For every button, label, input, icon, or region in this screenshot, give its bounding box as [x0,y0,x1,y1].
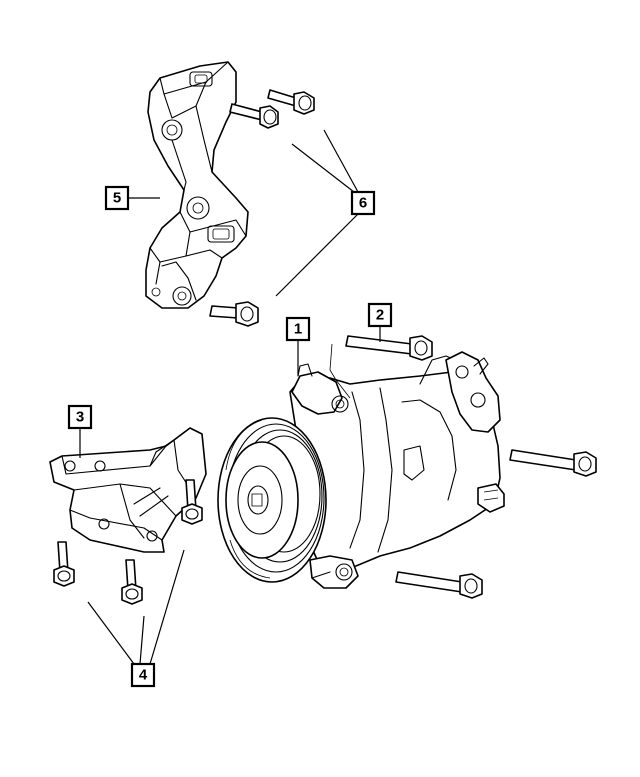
upper-bracket-bolt[interactable] [267,89,315,115]
upper-bracket-bolt[interactable] [209,301,259,327]
compressor-bolt[interactable] [509,449,597,477]
upper-bracket-bolt[interactable] [229,103,279,129]
mounting-bolt[interactable] [53,541,75,587]
callout-2: 2 [367,302,393,328]
callout-1-label: 1 [294,321,302,338]
upper-bracket[interactable] [145,61,249,309]
mounting-bracket[interactable] [49,427,207,553]
callout-3-label: 3 [76,409,84,426]
compressor-bolt[interactable] [329,335,433,399]
callout-1: 1 [285,316,311,342]
callout-4-label: 4 [139,667,148,684]
callout-6: 6 [350,190,376,216]
callout-5: 5 [104,185,130,211]
callout-4: 4 [130,662,156,688]
callout-3: 3 [67,404,93,430]
leader-lines [79,129,381,665]
compressor-bolt[interactable] [395,571,483,599]
callout-2-label: 2 [376,307,384,324]
callout-5-label: 5 [113,190,121,207]
ac-compressor[interactable] [217,351,505,589]
callout-6-label: 6 [359,195,367,212]
mounting-bolt[interactable] [121,559,143,605]
mounting-bolt[interactable] [181,479,203,525]
